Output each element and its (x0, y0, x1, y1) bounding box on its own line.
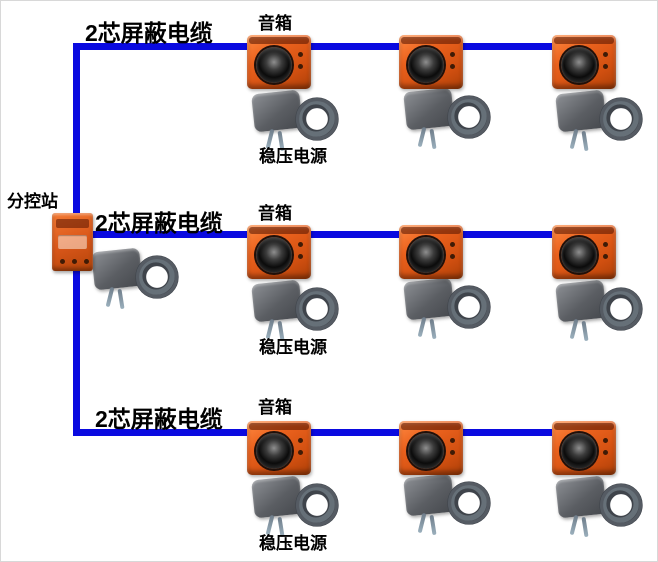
power-label-row-2: 稳压电源 (259, 338, 327, 357)
speaker-top-strip (554, 227, 614, 234)
power-label-row-3: 稳压电源 (259, 534, 327, 553)
psu-wire (581, 320, 589, 342)
speaker-top-strip (249, 423, 309, 430)
speaker-knob (298, 64, 303, 69)
speaker-top-strip (554, 37, 614, 44)
speaker-cone-icon (256, 433, 292, 469)
speaker-knob (450, 52, 455, 57)
speaker-knob (450, 438, 455, 443)
cable-label-row-1: 2芯屏蔽电缆 (85, 20, 213, 46)
control-station (52, 213, 93, 271)
cable-coil-icon (447, 285, 491, 329)
psu-wire (417, 512, 427, 534)
speaker-cone-icon (561, 47, 597, 83)
speaker-cone-icon (408, 47, 444, 83)
speaker-cone-icon (256, 47, 292, 83)
speaker (552, 421, 616, 475)
speaker-knob (298, 450, 303, 455)
psu-wire (417, 316, 427, 338)
cable-row-2 (73, 231, 605, 238)
speaker-top-strip (249, 227, 309, 234)
cable-coil-icon (599, 483, 643, 527)
speaker-label-row-3: 音箱 (258, 398, 292, 417)
power-supply (403, 87, 501, 151)
cable-label-row-2: 2芯屏蔽电缆 (95, 210, 223, 236)
speaker-cone-icon (561, 433, 597, 469)
cable-coil-icon (295, 287, 339, 331)
power-supply (251, 475, 349, 539)
power-supply (555, 89, 653, 153)
power-supply (251, 89, 349, 153)
psu-wire (117, 288, 125, 310)
cable-coil-icon (135, 255, 179, 299)
speaker-top-strip (401, 227, 461, 234)
speaker-knob (603, 450, 608, 455)
power-supply (251, 279, 349, 343)
cable-coil-icon (447, 481, 491, 525)
speaker (247, 421, 311, 475)
power-supply (555, 279, 653, 343)
speaker-knob (450, 450, 455, 455)
cable-label-row-3: 2芯屏蔽电缆 (95, 406, 223, 432)
station-knobs (60, 259, 65, 264)
cable-row-1 (73, 43, 605, 50)
speaker (247, 35, 311, 89)
speaker-top-strip (401, 423, 461, 430)
speaker-top-strip (554, 423, 614, 430)
psu-wire (429, 514, 437, 536)
power-supply (403, 277, 501, 341)
psu-wire (569, 128, 579, 150)
cable-row-3 (73, 429, 605, 436)
speaker-knob (450, 64, 455, 69)
speaker-knob (298, 242, 303, 247)
speaker-knob (603, 254, 608, 259)
station-panel (58, 235, 87, 249)
speaker (552, 35, 616, 89)
speaker (399, 35, 463, 89)
cable-coil-icon (295, 483, 339, 527)
power-supply (555, 475, 653, 539)
speaker-knob (450, 242, 455, 247)
psu-wire (581, 516, 589, 538)
speaker-knob (603, 242, 608, 247)
cable-coil-icon (447, 95, 491, 139)
speaker-knob (603, 438, 608, 443)
speaker-knob (603, 52, 608, 57)
speaker-cone-icon (408, 433, 444, 469)
cable-coil-icon (599, 97, 643, 141)
speaker-knob (603, 64, 608, 69)
speaker-top-strip (401, 37, 461, 44)
speaker-knob (298, 52, 303, 57)
psu-wire (429, 318, 437, 340)
speaker-label-row-2: 音箱 (258, 204, 292, 223)
speaker-knob (450, 254, 455, 259)
power-supply (403, 473, 501, 537)
speaker-cone-icon (256, 237, 292, 273)
speaker (399, 225, 463, 279)
speaker-knob (298, 254, 303, 259)
psu-wire (569, 318, 579, 340)
control-station-label: 分控站 (7, 192, 58, 211)
speaker-knob (298, 438, 303, 443)
speaker-cone-icon (561, 237, 597, 273)
psu-wire (569, 514, 579, 536)
psu-wire (581, 130, 589, 152)
cable-coil-icon (295, 97, 339, 141)
psu-wire (417, 126, 427, 148)
power-supply (91, 247, 189, 311)
psu-wire (105, 286, 115, 308)
speaker-label-row-1: 音箱 (258, 14, 292, 33)
speaker (399, 421, 463, 475)
speaker-top-strip (249, 37, 309, 44)
speaker (247, 225, 311, 279)
cable-coil-icon (599, 287, 643, 331)
speaker (552, 225, 616, 279)
psu-wire (429, 128, 437, 150)
speaker-cone-icon (408, 237, 444, 273)
power-label-row-1: 稳压电源 (259, 147, 327, 166)
station-band (56, 219, 89, 228)
